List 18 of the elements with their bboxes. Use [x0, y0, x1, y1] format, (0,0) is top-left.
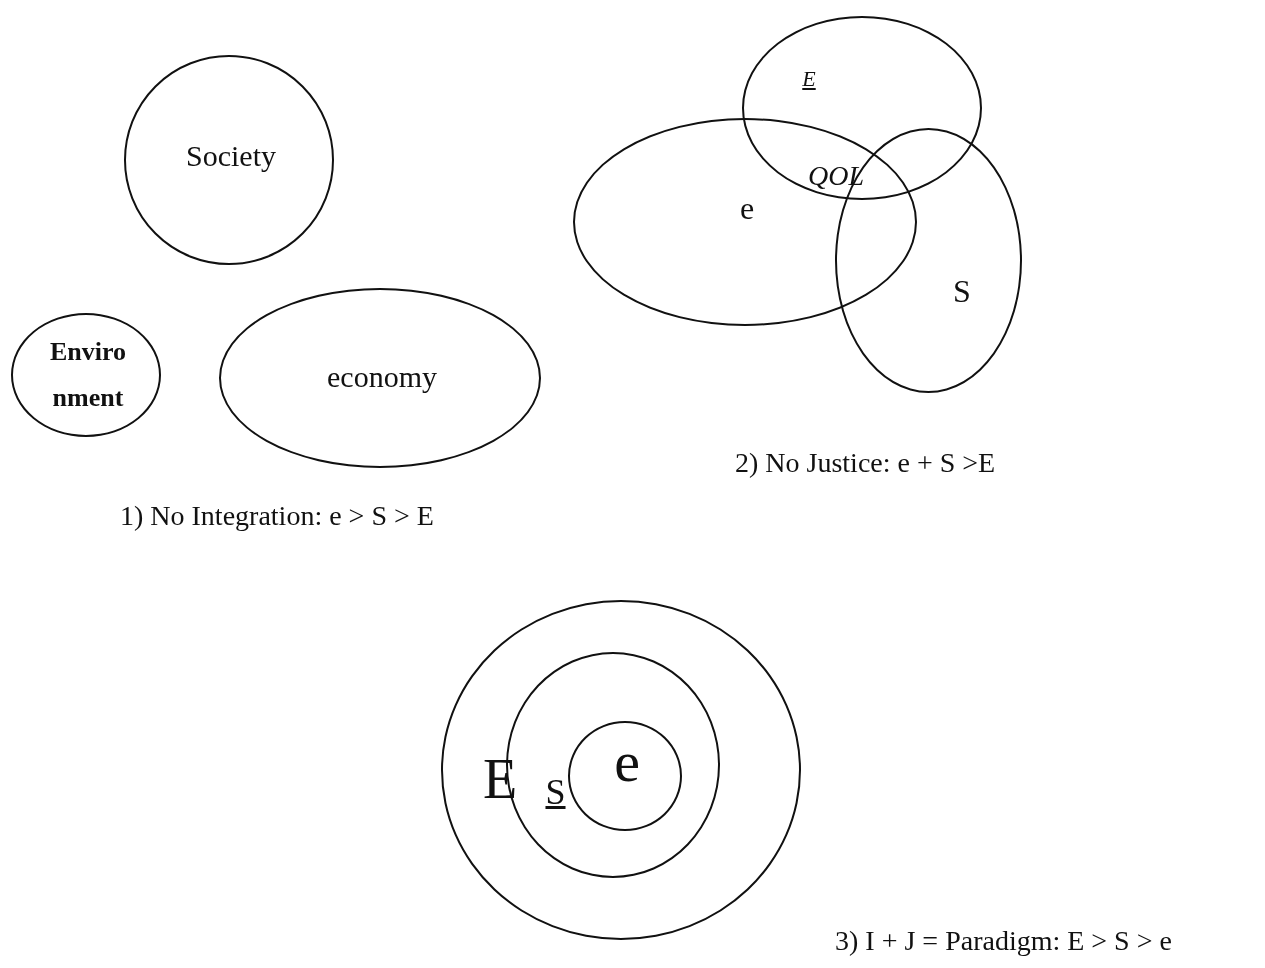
ellipse-outline: [568, 721, 682, 831]
ellipse-outline: [219, 288, 541, 468]
circle-label: e: [738, 190, 756, 227]
circle-label: economy: [326, 360, 438, 395]
circle-label: S: [544, 771, 567, 813]
ellipse-outline: [742, 16, 982, 200]
circle-label: Enviro nment: [48, 336, 128, 414]
diagram-caption: 1) No Integration: e > S > E: [120, 500, 434, 532]
ellipse-outline: [11, 313, 161, 437]
ellipse-outline: [573, 118, 917, 326]
ellipse-outline: [441, 600, 801, 940]
circle-label: Society: [185, 139, 277, 174]
circle-label: E: [801, 66, 817, 92]
circle-label: S: [952, 273, 972, 310]
ellipse-outline: [124, 55, 334, 265]
circle-label: e: [613, 729, 641, 796]
diagram-caption: 3) I + J = Paradigm: E > S > e: [835, 925, 1172, 957]
diagram-caption: 2) No Justice: e + S >E: [735, 447, 996, 479]
